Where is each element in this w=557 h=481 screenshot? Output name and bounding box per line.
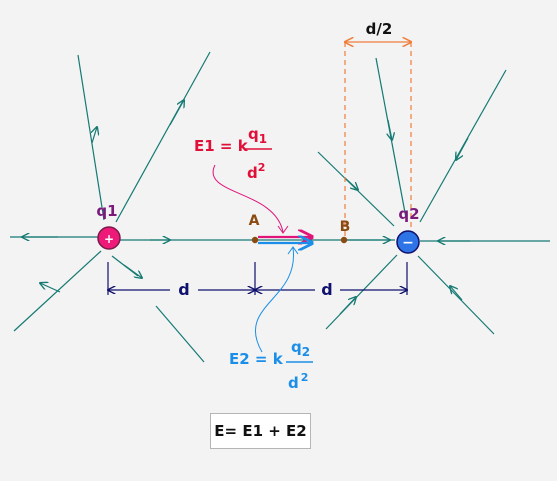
e1-formula-lhs: E1 = k bbox=[194, 137, 249, 155]
field-line bbox=[317, 151, 395, 227]
field-line-arrow bbox=[169, 100, 184, 126]
field-line bbox=[155, 305, 205, 363]
e2-formula-numerator: q2 bbox=[291, 338, 310, 359]
e1-pointer-tip bbox=[277, 225, 289, 234]
field-line-arrow bbox=[450, 286, 463, 301]
e1-formula-denominator: d2 bbox=[247, 161, 265, 182]
field-lines-q1 bbox=[10, 51, 395, 363]
charge-q1-sign: + bbox=[104, 232, 114, 246]
total-field-formula: E= E1 + E2 bbox=[210, 413, 311, 449]
e2-pointer-tip bbox=[287, 246, 299, 255]
field-line-arrow bbox=[339, 297, 356, 315]
half-distance-guide bbox=[345, 42, 411, 238]
distance-label-right: d bbox=[321, 280, 332, 299]
field-line bbox=[77, 54, 105, 221]
charge-q2-body bbox=[396, 230, 420, 254]
e1-formula-numerator: q1 bbox=[248, 125, 267, 146]
field-lines-q2 bbox=[317, 57, 550, 335]
field-line-arrow bbox=[344, 177, 358, 190]
e2-formula-lhs: E2 = k bbox=[229, 350, 284, 368]
field-line-arrow bbox=[40, 283, 61, 293]
half-distance-label: d/2 bbox=[366, 20, 393, 38]
e1-formula: E1 = k q1 d2 bbox=[194, 125, 272, 182]
field-line-arrow bbox=[456, 137, 469, 160]
field-line bbox=[417, 255, 495, 335]
field-line-arrow bbox=[388, 119, 392, 140]
e1-pointer-curve bbox=[212, 164, 284, 233]
distance-label-left: d bbox=[178, 280, 189, 299]
point-b bbox=[340, 236, 348, 244]
field-line-arrow bbox=[123, 264, 142, 278]
field-line bbox=[115, 51, 211, 223]
point-b-label: B bbox=[340, 219, 351, 235]
field-line-arrow bbox=[92, 127, 97, 144]
field-line bbox=[325, 254, 398, 330]
point-a-label: A bbox=[249, 213, 260, 229]
charge-q2-sign: − bbox=[402, 235, 414, 251]
charge-q2-label: q2 bbox=[398, 205, 419, 223]
charge-q2: − bbox=[396, 230, 420, 254]
charge-q1-label: q1 bbox=[96, 202, 117, 220]
distance-markers bbox=[108, 262, 407, 295]
e2-pointer-curve bbox=[255, 247, 294, 353]
point-a bbox=[251, 236, 259, 244]
charge-q1: + bbox=[97, 226, 121, 250]
charge-q1-body bbox=[97, 226, 121, 250]
